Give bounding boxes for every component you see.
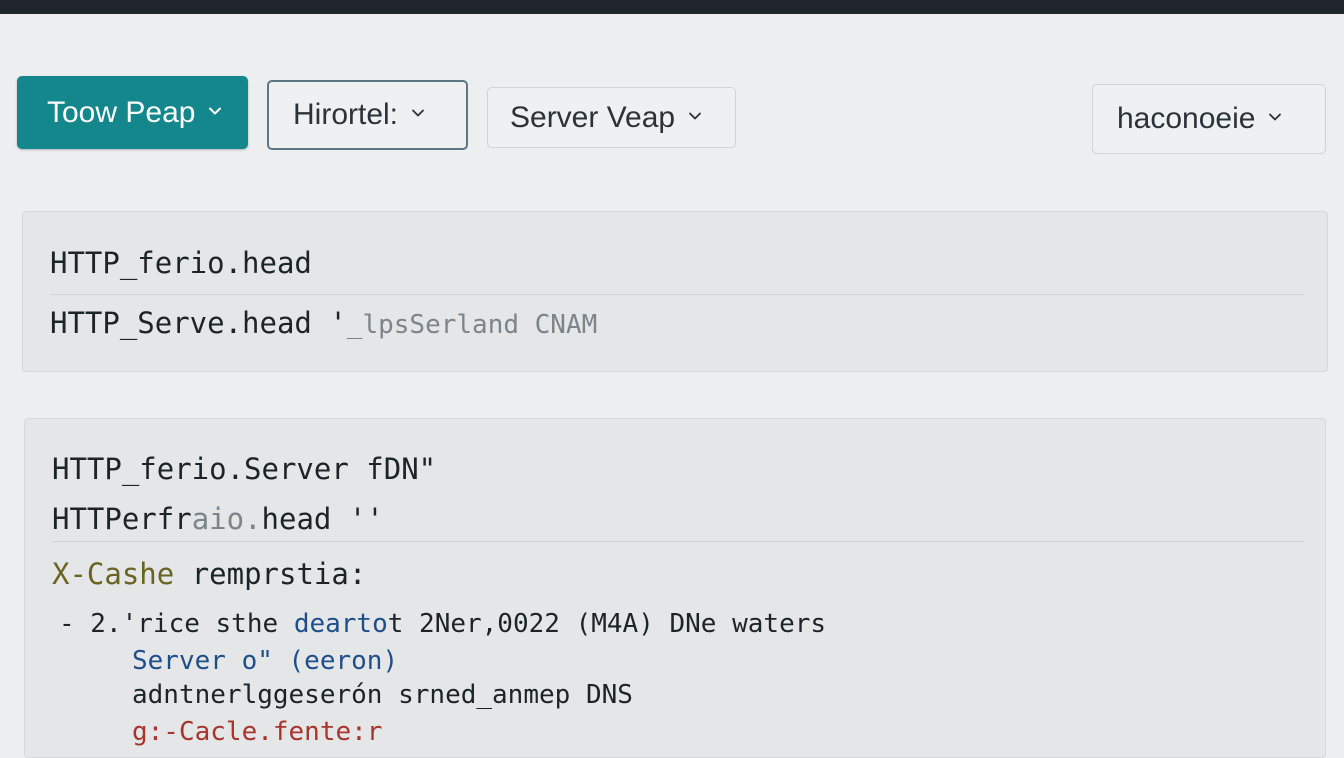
header-line: HTTP_Serve.head '_lpsSerland CNAM — [50, 306, 597, 340]
hirortel-dropdown[interactable]: Hirortel: — [267, 80, 468, 150]
dropdown-label: Hirortel: — [293, 98, 399, 131]
dropdown-label: Toow Peap — [47, 95, 196, 129]
list-item-bullet: - 2.'rice sthe — [59, 609, 294, 639]
header-panel-2: HTTP_ferio.Server fDN" HTTPerfraio.head … — [24, 418, 1326, 758]
header-panel-1: HTTP_ferio.head HTTP_Serve.head '_lpsSer… — [22, 211, 1328, 372]
header-text: HTTP_Serve.head ' — [50, 306, 347, 340]
chevron-down-icon — [689, 112, 702, 119]
divider — [52, 541, 1304, 542]
header-text: HTTPerfr — [52, 502, 192, 536]
toolbar: Toow Peap Hirortel: Server Veap haconoei… — [0, 14, 1344, 194]
list-subitem: g:-Cacle.fente:r — [132, 717, 383, 747]
header-line: HTTP_ferio.Server fDN" — [52, 452, 437, 486]
chevron-down-icon — [412, 109, 424, 117]
header-text: head '' — [261, 502, 384, 536]
chevron-down-icon — [1269, 113, 1282, 121]
cache-header-key: X-Cashe — [52, 557, 175, 591]
header-line: HTTP_ferio.head — [50, 246, 312, 280]
list-subitem: Server o" (eeron) — [132, 646, 399, 676]
header-line: HTTPerfraio.head '' — [52, 502, 384, 536]
list-item: - 2.'rice sthe deartot 2Ner,0022 (M4A) D… — [59, 609, 826, 639]
server-veap-dropdown[interactable]: Server Veap — [487, 87, 736, 148]
haconoeie-dropdown[interactable]: haconoeie — [1092, 84, 1326, 154]
cache-header-value: remprstia: — [191, 557, 367, 591]
dropdown-label: haconoeie — [1117, 102, 1256, 135]
dropdown-label: Server Veap — [510, 100, 676, 134]
toow-peap-dropdown[interactable]: Toow Peap — [17, 76, 248, 149]
divider — [50, 294, 1304, 295]
header-faded-text: aio. — [191, 502, 262, 536]
cache-header-line: X-Cashe remprstia: — [52, 557, 366, 591]
window-top-bar — [0, 0, 1344, 14]
list-subitem: adntnerlggeserón srned_anmep DNS — [132, 680, 633, 710]
list-item-highlight: dearto — [293, 609, 388, 639]
list-item-text: t 2Ner,0022 (M4A) DNe waters — [387, 609, 827, 639]
chevron-down-icon — [209, 107, 222, 114]
header-faded-text: _lpsSerland CNAM — [346, 310, 598, 340]
